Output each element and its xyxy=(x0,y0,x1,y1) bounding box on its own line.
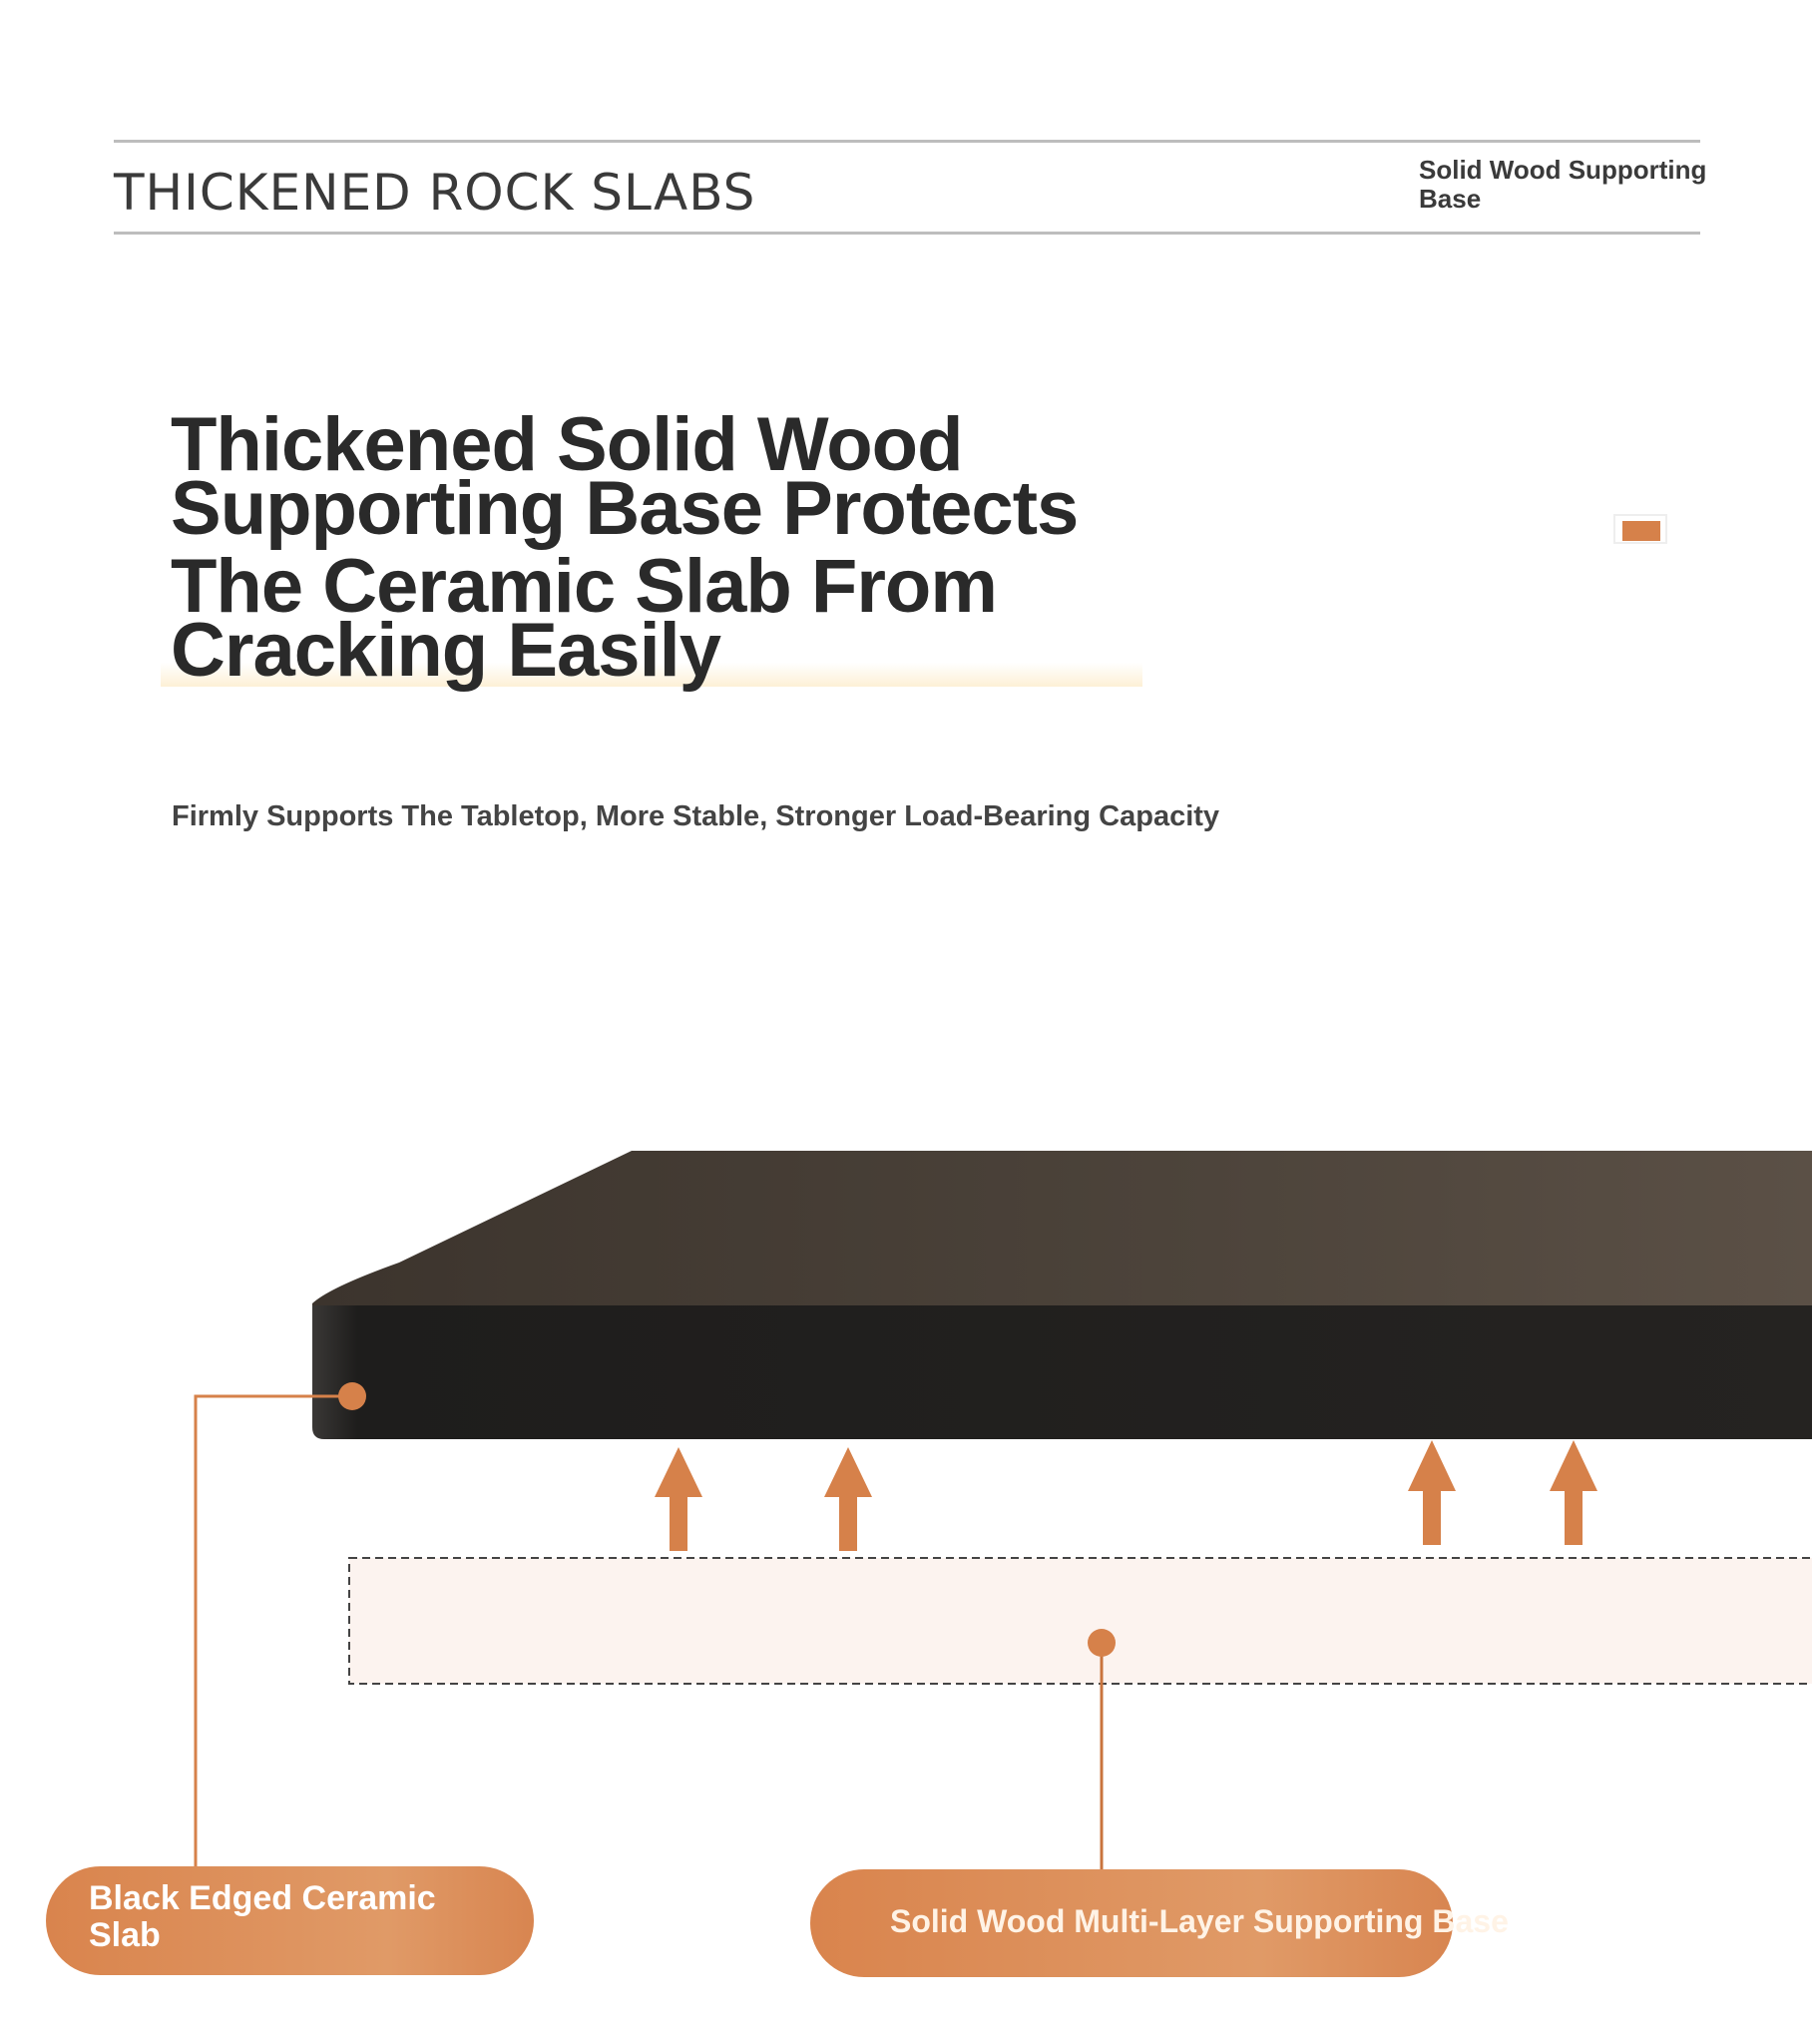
subtitle: Firmly Supports The Tabletop, More Stabl… xyxy=(172,800,1220,832)
headline-part-2: The Ceramic Slab From Cracking Easily xyxy=(171,544,998,693)
leader-line-slab xyxy=(194,1394,352,1866)
base-marker-dot xyxy=(1088,1629,1116,1657)
orange-marker-icon xyxy=(1613,514,1667,544)
headline-part-1: Thickened Solid Wood Supporting Base Pro… xyxy=(171,402,1079,551)
header-right-label: Solid Wood Supporting Base xyxy=(1419,155,1707,214)
headline-highlight xyxy=(161,663,1142,687)
supporting-base-outline xyxy=(348,1557,1812,1685)
headline-line-1: Thickened Solid Wood xyxy=(171,402,964,487)
label-slab-text: Black Edged Ceramic Slab xyxy=(89,1879,436,1954)
arrow-up-icon xyxy=(655,1447,702,1551)
header-title: THICKENED ROCK SLABS xyxy=(114,164,756,222)
arrow-up-icon xyxy=(1408,1440,1456,1545)
header-bottom-rule xyxy=(114,232,1700,235)
arrow-up-icon xyxy=(1550,1440,1597,1545)
headline-line-2: Supporting Base Protects xyxy=(171,466,1079,551)
arrow-up-icon xyxy=(824,1447,872,1551)
headline-line-3: The Ceramic Slab From xyxy=(171,544,998,629)
header-top-rule xyxy=(114,140,1700,143)
slab-marker-dot xyxy=(338,1382,366,1410)
upward-arrows xyxy=(655,1440,1597,1551)
label-black-edged-ceramic-slab: Black Edged Ceramic Slab xyxy=(46,1866,534,1975)
slab-edge xyxy=(312,1305,1812,1439)
label-solid-wood-base: Solid Wood Multi-Layer Supporting Base xyxy=(810,1869,1509,1977)
headline-line-4: Cracking Easily xyxy=(171,608,721,693)
slab-top-surface xyxy=(312,1151,1812,1307)
label-base-text: Solid Wood Multi-Layer Supporting Base xyxy=(890,1903,1509,1939)
